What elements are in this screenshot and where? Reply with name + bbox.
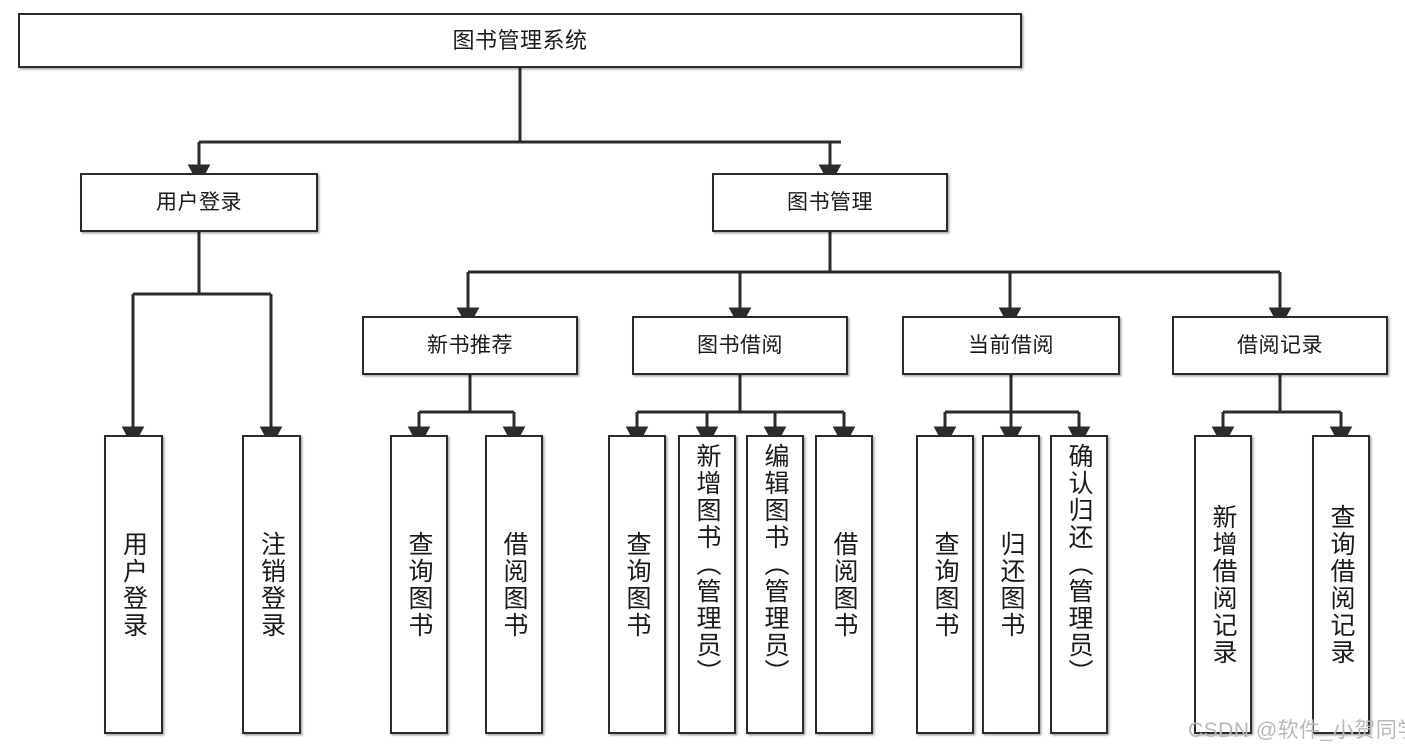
leaf-user-login-label: 用户登录 [119, 530, 148, 639]
leaf-add-record-label: 新增借阅记录 [1209, 503, 1237, 666]
leaf-add-book-label: 新增图书（管理员） [693, 443, 721, 686]
leaf-query-book-3[interactable]: 查询图书 [916, 435, 974, 734]
node-current-borrow[interactable]: 当前借阅 [902, 316, 1120, 375]
leaf-edit-book[interactable]: 编辑图书（管理员） [746, 435, 804, 734]
leaf-query-book-1[interactable]: 查询图书 [390, 435, 448, 734]
node-book-borrow-label: 图书借阅 [697, 334, 783, 357]
leaf-borrow-book-2[interactable]: 借阅图书 [815, 435, 873, 734]
leaf-add-record[interactable]: 新增借阅记录 [1194, 435, 1252, 734]
leaf-query-book-2[interactable]: 查询图书 [608, 435, 666, 734]
leaf-confirm-return[interactable]: 确认归还（管理员） [1050, 435, 1108, 734]
node-borrow-record-label: 借阅记录 [1237, 334, 1323, 357]
leaf-query-book-3-label: 查询图书 [931, 530, 959, 639]
node-book-borrow[interactable]: 图书借阅 [632, 316, 848, 375]
node-user-login-label: 用户登录 [156, 191, 242, 214]
leaf-borrow-book-1-label: 借阅图书 [500, 530, 528, 639]
leaf-user-login[interactable]: 用户登录 [104, 435, 163, 734]
leaf-add-book[interactable]: 新增图书（管理员） [678, 435, 736, 734]
leaf-return-book[interactable]: 归还图书 [982, 435, 1040, 734]
node-root-label: 图书管理系统 [452, 27, 588, 53]
node-user-login[interactable]: 用户登录 [80, 173, 318, 232]
leaf-logout[interactable]: 注销登录 [242, 435, 301, 734]
leaf-query-record[interactable]: 查询借阅记录 [1312, 435, 1370, 734]
leaf-query-book-2-label: 查询图书 [623, 530, 651, 639]
node-root[interactable]: 图书管理系统 [18, 13, 1022, 68]
watermark: CSDN @软件_小贺同学 [1188, 719, 1405, 742]
node-book-manage-label: 图书管理 [787, 191, 873, 214]
node-current-borrow-label: 当前借阅 [968, 334, 1054, 357]
leaf-edit-book-label: 编辑图书（管理员） [761, 443, 789, 686]
node-book-manage[interactable]: 图书管理 [712, 173, 948, 232]
leaf-return-book-label: 归还图书 [997, 530, 1025, 639]
leaf-query-book-1-label: 查询图书 [405, 530, 433, 639]
leaf-borrow-book-1[interactable]: 借阅图书 [485, 435, 543, 734]
leaf-borrow-book-2-label: 借阅图书 [830, 530, 858, 639]
leaf-logout-label: 注销登录 [257, 530, 286, 639]
node-new-book-recommend-label: 新书推荐 [427, 334, 513, 357]
node-borrow-record[interactable]: 借阅记录 [1172, 316, 1388, 375]
leaf-confirm-return-label: 确认归还（管理员） [1065, 443, 1093, 686]
leaf-query-record-label: 查询借阅记录 [1327, 503, 1355, 666]
node-new-book-recommend[interactable]: 新书推荐 [362, 316, 578, 375]
